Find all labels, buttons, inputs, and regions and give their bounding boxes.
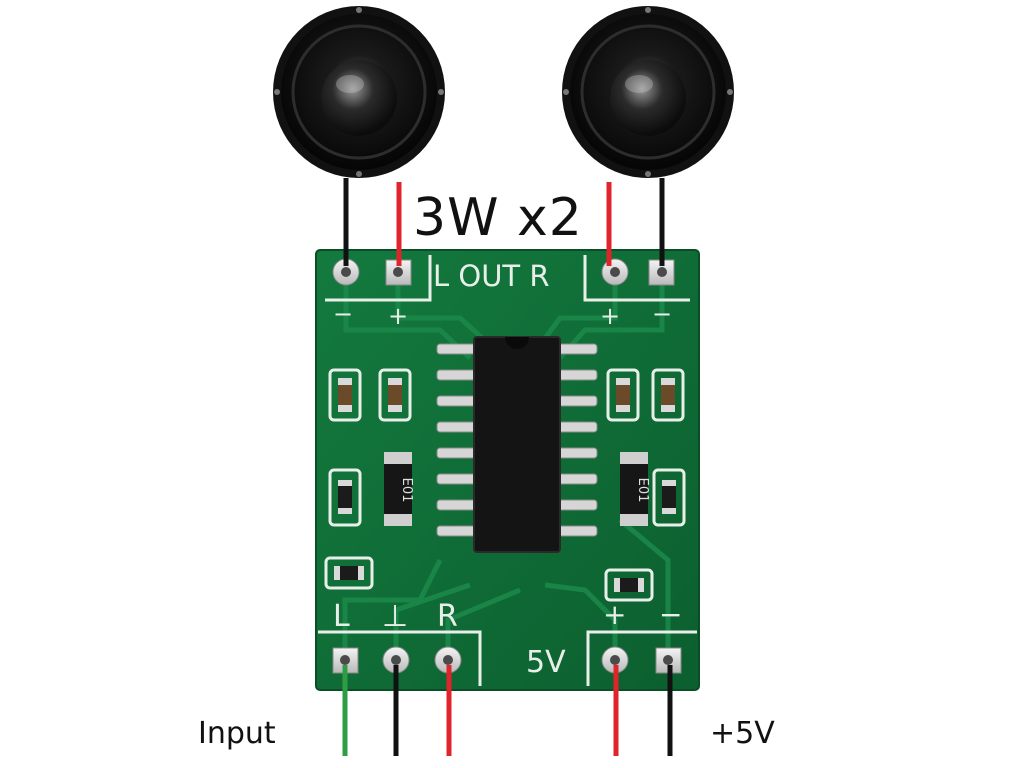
output-minus-left: − (333, 300, 353, 328)
smd-inductors (384, 452, 648, 526)
right-speaker-icon (562, 6, 734, 178)
output-minus-right: − (652, 300, 672, 328)
input-silk-left: L (333, 599, 350, 634)
smd-capacitors (334, 378, 676, 592)
left-speaker-icon (273, 6, 445, 178)
input-silk-ground: ⊥ (382, 599, 408, 634)
inductor-marking-left: E01 (399, 478, 414, 503)
input-label: Input (198, 716, 276, 751)
input-silk-right: R (437, 599, 458, 634)
amplifier-pcb: L OUT R − + + − L ⊥ R 5V + − E01 E01 (315, 249, 700, 691)
output-pads (332, 258, 675, 286)
power-minus-silk: − (659, 598, 682, 631)
inductor-marking-right: E01 (635, 478, 650, 503)
input-pads (332, 646, 462, 674)
input-power-wires (342, 665, 673, 756)
power-label: +5V (710, 716, 775, 751)
output-plus-right: + (600, 302, 620, 330)
diagram-title: 3W x2 (413, 188, 583, 248)
power-silk-label: 5V (526, 645, 566, 680)
silkscreen-outlines (318, 255, 697, 686)
amplifier-ic-chip (436, 336, 598, 553)
speaker-wires (343, 178, 665, 266)
power-plus-silk: + (603, 598, 626, 631)
output-plus-left: + (388, 302, 408, 330)
output-silk-label: L OUT R (433, 259, 550, 293)
